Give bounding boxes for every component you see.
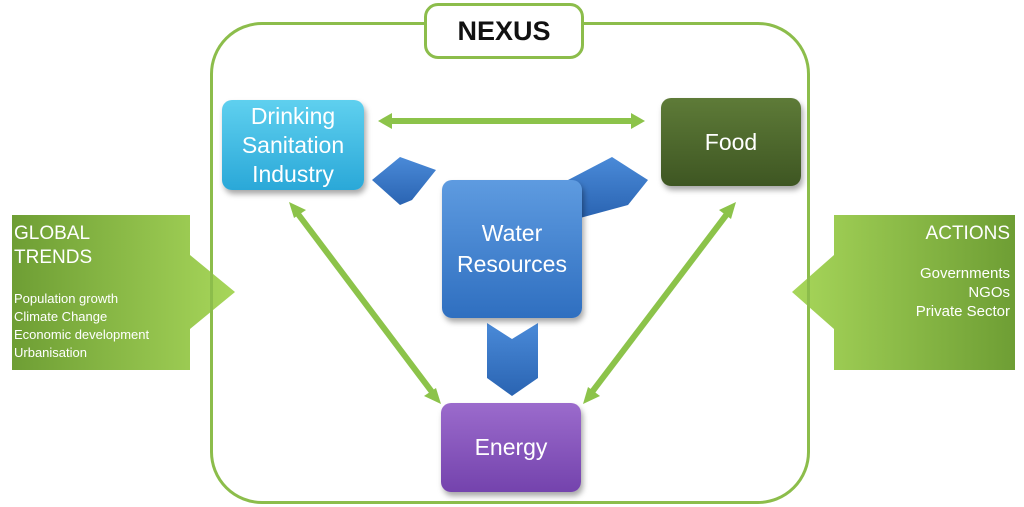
water-to-energy-arrow: [487, 323, 538, 396]
sanitation-label: Sanitation: [241, 131, 345, 158]
arrow-drinking-food: [378, 113, 645, 129]
global-trend-item: Climate Change: [14, 309, 108, 324]
food-label: Food: [704, 128, 758, 155]
global-trends-heading-line-2: TRENDS: [14, 247, 93, 268]
global-trends-panel: [12, 215, 235, 370]
energy-label: Energy: [474, 434, 548, 460]
global-trend-item: Urbanisation: [14, 345, 87, 360]
action-item: NGOs: [968, 284, 1010, 301]
global-trend-item: Economic development: [14, 327, 150, 342]
actions-list: Governments NGOs Private Sector: [838, 264, 1010, 321]
actions-panel: [792, 215, 1015, 370]
action-item: Governments: [919, 265, 1010, 282]
global-trends-list: Population growth Climate Change Economi…: [14, 290, 194, 362]
actions-heading: ACTIONS: [925, 223, 1010, 244]
drinking-sanitation-industry-box: Drinking Sanitation Industry: [222, 100, 364, 190]
water-resources-box: Water Resources: [442, 180, 582, 318]
global-trends-heading: GLOBAL TRENDS: [14, 222, 189, 270]
global-trends-heading-line-1: GLOBAL: [14, 223, 91, 244]
water-to-food-arrow: [568, 157, 648, 218]
industry-label: Industry: [252, 160, 334, 187]
energy-box: Energy: [441, 403, 581, 492]
arrow-drinking-energy: [289, 202, 441, 404]
resources-label: Resources: [457, 251, 567, 277]
global-trend-item: Population growth: [14, 291, 119, 306]
nexus-title: NEXUS: [424, 3, 584, 59]
water-label: Water: [481, 220, 543, 246]
water-to-drinking-arrow: [372, 157, 436, 205]
food-box: Food: [661, 98, 801, 186]
drinking-label: Drinking: [250, 102, 336, 129]
action-item: Private Sector: [915, 303, 1010, 320]
arrow-food-energy: [583, 202, 736, 404]
